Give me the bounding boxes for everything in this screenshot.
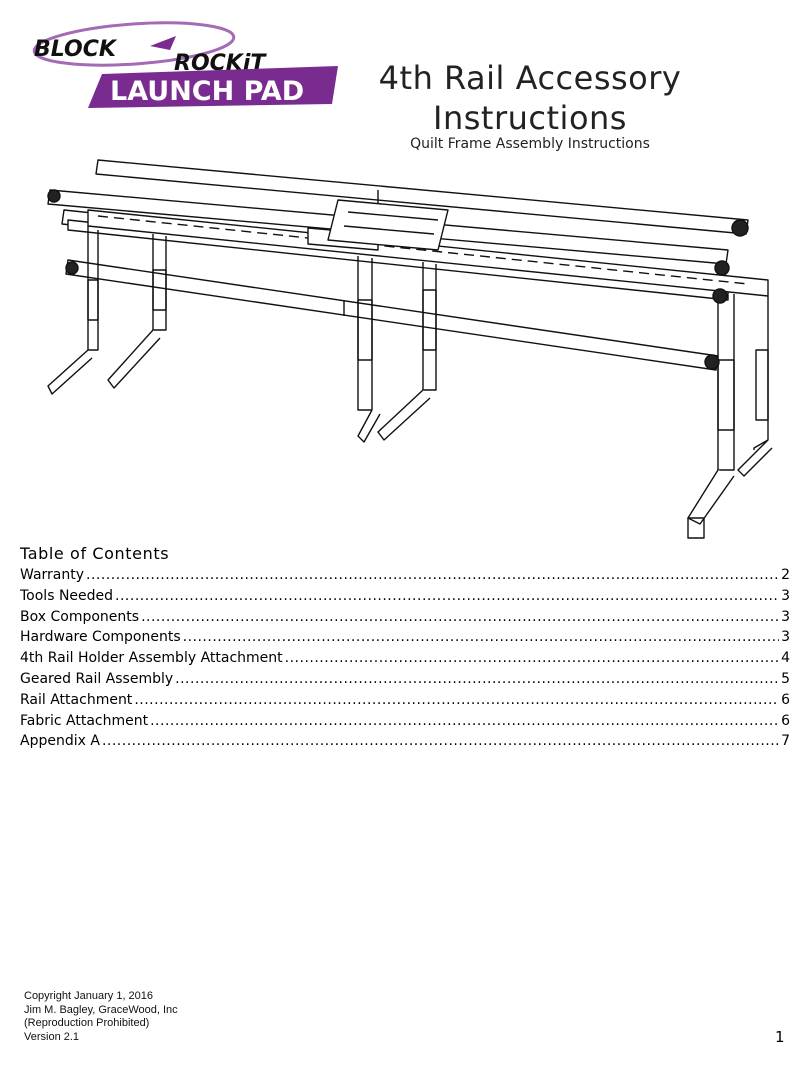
toc-entry-box-components[interactable]: Box Components 3 [20, 607, 790, 628]
toc-entry-label: Appendix A [20, 733, 100, 750]
toc-leader-dots [183, 627, 779, 648]
quilt-frame-illustration [47, 159, 773, 539]
gear-knobs [47, 189, 749, 370]
toc-entry-appendix-a[interactable]: Appendix A 7 [20, 731, 790, 752]
page-subtitle: Quilt Frame Assembly Instructions [410, 136, 650, 152]
toc-entry-label: Hardware Components [20, 629, 181, 646]
toc-entry-rail-holder-assembly[interactable]: 4th Rail Holder Assembly Attachment 4 [20, 648, 790, 669]
block-rockit-logo: BLOCK ROCKiT LAUNCH PAD [32, 21, 338, 108]
left-leg [47, 226, 167, 395]
toc-entry-geared-rail-assembly[interactable]: Geared Rail Assembly 5 [20, 669, 790, 690]
table-top [87, 199, 769, 297]
toc-entry-page: 3 [781, 587, 790, 604]
middle-leg [357, 256, 437, 443]
toc-entry-label: Geared Rail Assembly [20, 670, 174, 687]
toc-leader-dots [115, 586, 779, 607]
logo-block: BLOCK [34, 37, 118, 62]
toc-entry-label: Warranty [20, 567, 85, 583]
logo-banner [88, 66, 338, 108]
toc-entry-page: 7 [781, 733, 790, 750]
toc-entry-page: 3 [781, 608, 790, 625]
toc-entry-page: 4 [781, 650, 790, 667]
toc-entry-rail-attachment[interactable]: Rail Attachment 6 [20, 690, 790, 711]
toc-entry-page: 5 [781, 670, 790, 687]
toc-leader-dots [141, 607, 779, 628]
toc-entry-page: 2 [781, 567, 790, 583]
toc-leader-dots [86, 565, 779, 586]
right-leg [687, 290, 773, 539]
toc-entry-page: 3 [781, 629, 790, 646]
toc-entry-label: Box Components [20, 608, 140, 625]
author-line: Jim M. Bagley, GraceWood, Inc [24, 1003, 178, 1016]
page-title-line2: Instructions [433, 99, 627, 137]
table-of-contents: Warranty 2 Tools Needed 3 Box Components… [20, 565, 790, 752]
toc-leader-dots [150, 711, 779, 732]
page-title-line1: 4th Rail Accessory [378, 59, 682, 97]
copyright-footer: Copyright January 1, 2016 Jim M. Bagley,… [24, 990, 178, 1044]
toc-entry-fabric-attachment[interactable]: Fabric Attachment 6 [20, 711, 790, 732]
toc-entry-page: 6 [781, 691, 790, 708]
logo-swoosh [32, 21, 236, 67]
copyright-line: Copyright January 1, 2016 [24, 990, 154, 1002]
toc-entry-label: Fabric Attachment [20, 712, 149, 729]
toc-leader-dots [102, 731, 779, 752]
page-number: 1 [775, 1028, 785, 1046]
toc-entry-tools-needed[interactable]: Tools Needed 3 [20, 586, 790, 607]
toc-entry-label: Tools Needed [20, 587, 114, 604]
version-line: Version 2.1 [24, 1030, 80, 1043]
toc-entry-hardware-components[interactable]: Hardware Components 3 [20, 627, 790, 648]
toc-entry-label: Rail Attachment [20, 691, 133, 708]
toc-entry-page: 6 [781, 712, 790, 729]
reproduction-notice: (Reproduction Prohibited) [24, 1017, 150, 1029]
toc-leader-dots [175, 669, 779, 690]
toc-leader-dots [285, 648, 779, 669]
logo-launch-pad: LAUNCH PAD [110, 76, 304, 107]
rocket-icon [150, 36, 176, 50]
toc-entry-label: 4th Rail Holder Assembly Attachment [20, 650, 283, 667]
toc-leader-dots [134, 690, 779, 711]
toc-entry-warranty[interactable]: Warranty 2 [20, 565, 790, 586]
toc-heading: Table of Contents [20, 544, 170, 563]
